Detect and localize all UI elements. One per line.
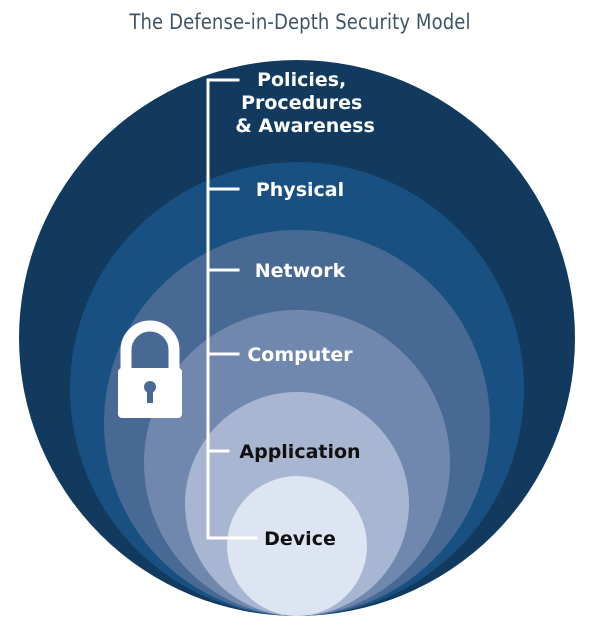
layer-label-policies: Policies, Procedures & Awareness: [235, 69, 375, 137]
layer-label-physical: Physical: [256, 179, 344, 201]
layer-label-network: Network: [255, 260, 346, 282]
page-title: The Defense-in-Depth Security Model: [129, 10, 471, 34]
layer-label-computer: Computer: [247, 344, 353, 366]
layer-label-device: Device: [264, 528, 336, 550]
padlock-icon: [118, 320, 182, 418]
layer-bracket: [206, 78, 258, 540]
layer-label-application: Application: [239, 441, 360, 463]
layer-circle-device: [227, 476, 367, 616]
